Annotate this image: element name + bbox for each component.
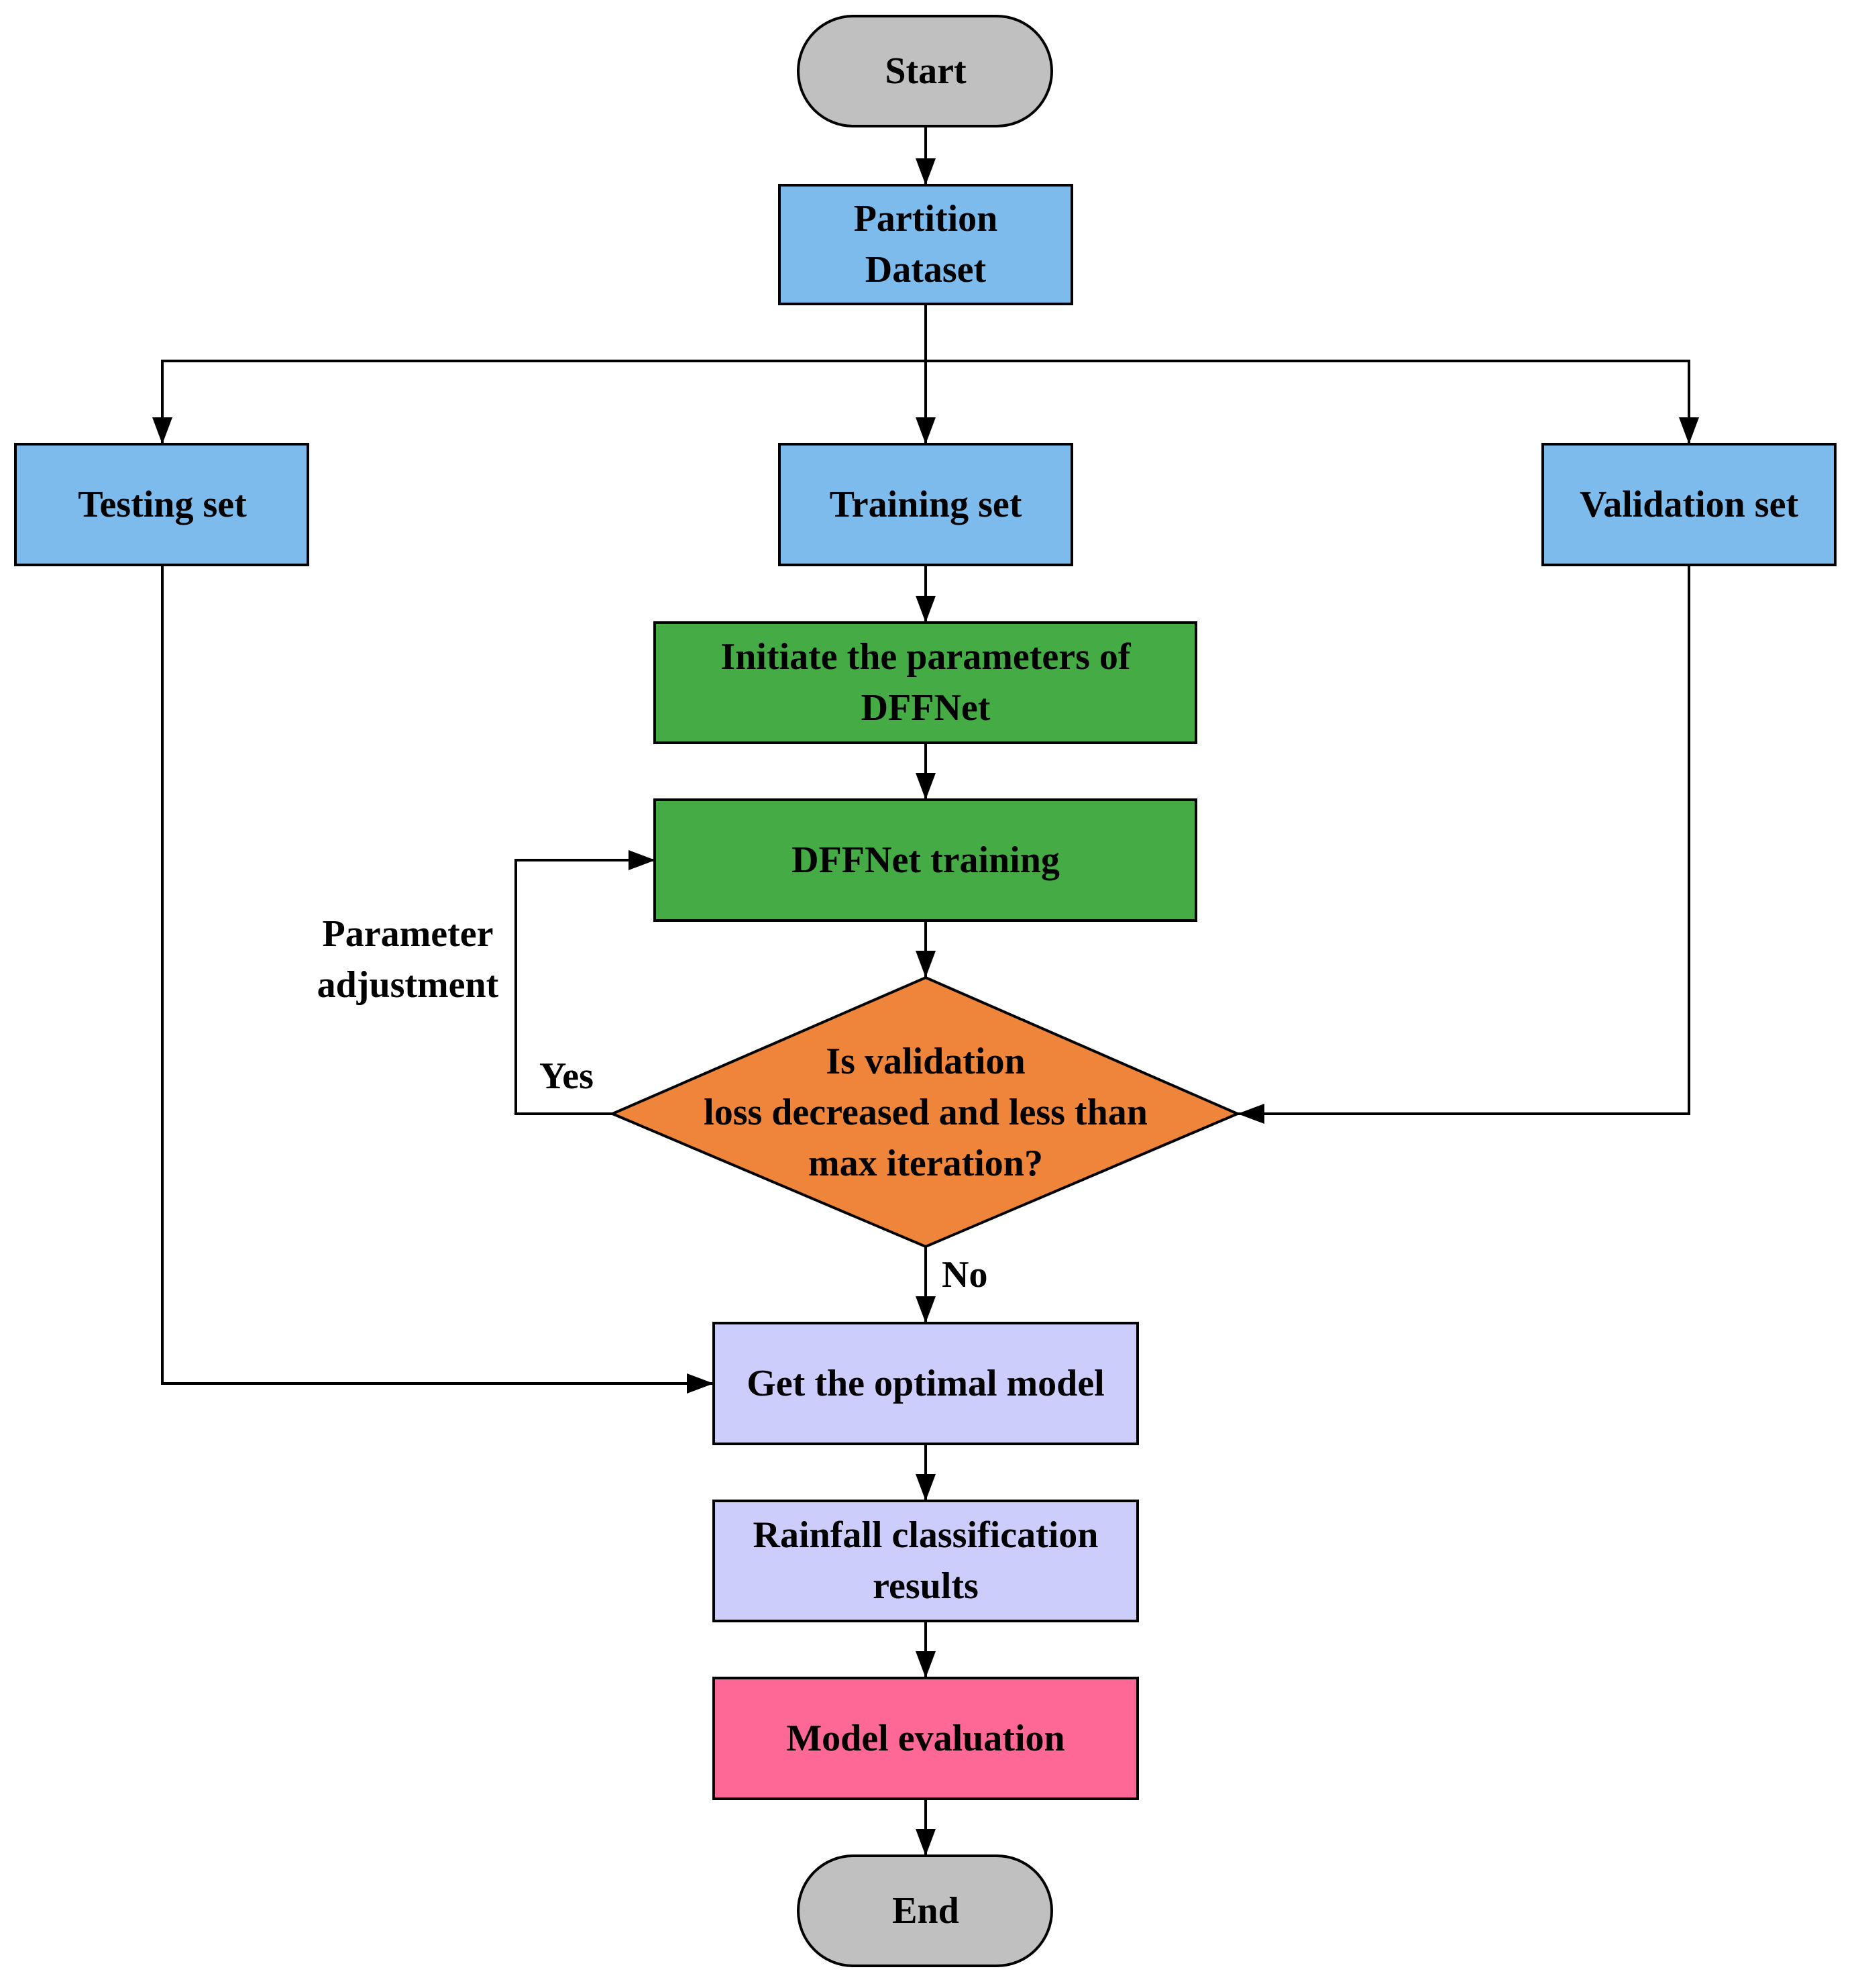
testing-set-node: Testing set	[14, 443, 309, 566]
decision-diamond	[608, 976, 1242, 1249]
initiate-parameters-node: Initiate the parameters of DFFNet	[653, 621, 1197, 744]
text-line: results	[873, 1565, 979, 1607]
rainfall-results-node: Rainfall classification results	[712, 1500, 1139, 1622]
validation-set-node: Validation set	[1541, 443, 1837, 566]
text-line: adjustment	[317, 964, 499, 1006]
decision-label: Is validation loss decreased and less tha…	[704, 1041, 1148, 1184]
text-line: Get the optimal model	[747, 1363, 1104, 1404]
dffnet-training-box	[653, 798, 1197, 922]
initiate-parameters-label: Initiate the parameters of DFFNet	[720, 636, 1132, 729]
text-line: Partition	[854, 198, 998, 240]
text-line: Is validation	[826, 1041, 1025, 1082]
end-terminal-shape	[797, 1854, 1053, 1967]
start-label: Start	[885, 50, 967, 92]
testing-set-box	[14, 443, 309, 566]
model-evaluation-box	[712, 1677, 1139, 1800]
training-set-box	[778, 443, 1073, 566]
no-label: No	[942, 1254, 987, 1296]
end-label: End	[892, 1890, 959, 1932]
dffnet-training-label: DFFNet training	[791, 839, 1060, 881]
text-line: Training set	[830, 484, 1022, 525]
dffnet-training-node: DFFNet training	[653, 798, 1197, 922]
decision-node: Is validation loss decreased and less tha…	[608, 976, 1242, 1249]
training-set-node: Training set	[778, 443, 1073, 566]
optimal-model-node: Get the optimal model	[712, 1322, 1139, 1445]
text-line: DFFNet training	[791, 839, 1060, 881]
text-line: Initiate the parameters of	[720, 636, 1132, 678]
edge-split-validation	[926, 360, 1699, 444]
validation-set-label: Validation set	[1580, 484, 1799, 525]
text-line: Testing set	[78, 484, 247, 525]
end-node: End	[797, 1854, 1053, 1967]
validation-set-box	[1541, 443, 1837, 566]
text-line: Model evaluation	[786, 1718, 1065, 1759]
testing-set-label: Testing set	[78, 484, 247, 525]
text-line: End	[892, 1890, 959, 1932]
text-line: max iteration?	[808, 1143, 1043, 1184]
edge-testing-optimal	[161, 565, 714, 1394]
optimal-model-label: Get the optimal model	[747, 1363, 1104, 1404]
model-evaluation-label: Model evaluation	[786, 1718, 1065, 1759]
yes-label: Yes	[539, 1055, 594, 1097]
rainfall-results-label: Rainfall classification results	[753, 1514, 1099, 1607]
edge-yes-loop	[514, 850, 655, 1115]
edge-validation-decision	[1238, 565, 1690, 1124]
initiate-parameters-box	[653, 621, 1197, 744]
edge-split-testing	[152, 360, 926, 444]
rainfall-results-box	[712, 1500, 1139, 1622]
parameter-adjustment-label: Parameter adjustment	[317, 913, 499, 1006]
training-set-label: Training set	[830, 484, 1022, 525]
text-line: Parameter	[323, 913, 494, 955]
text-line: loss decreased and less than	[704, 1092, 1148, 1133]
text-line: DFFNet	[861, 687, 991, 729]
start-node: Start	[797, 15, 1053, 127]
text-line: Validation set	[1580, 484, 1799, 525]
edges	[152, 126, 1699, 1856]
optimal-model-box	[712, 1322, 1139, 1445]
text-line: Dataset	[865, 249, 987, 291]
partition-dataset-box	[778, 184, 1073, 305]
text-line: Rainfall classification	[753, 1514, 1099, 1556]
model-evaluation-node: Model evaluation	[712, 1677, 1139, 1800]
text-line: Start	[885, 50, 967, 92]
start-terminal-shape	[797, 15, 1053, 127]
